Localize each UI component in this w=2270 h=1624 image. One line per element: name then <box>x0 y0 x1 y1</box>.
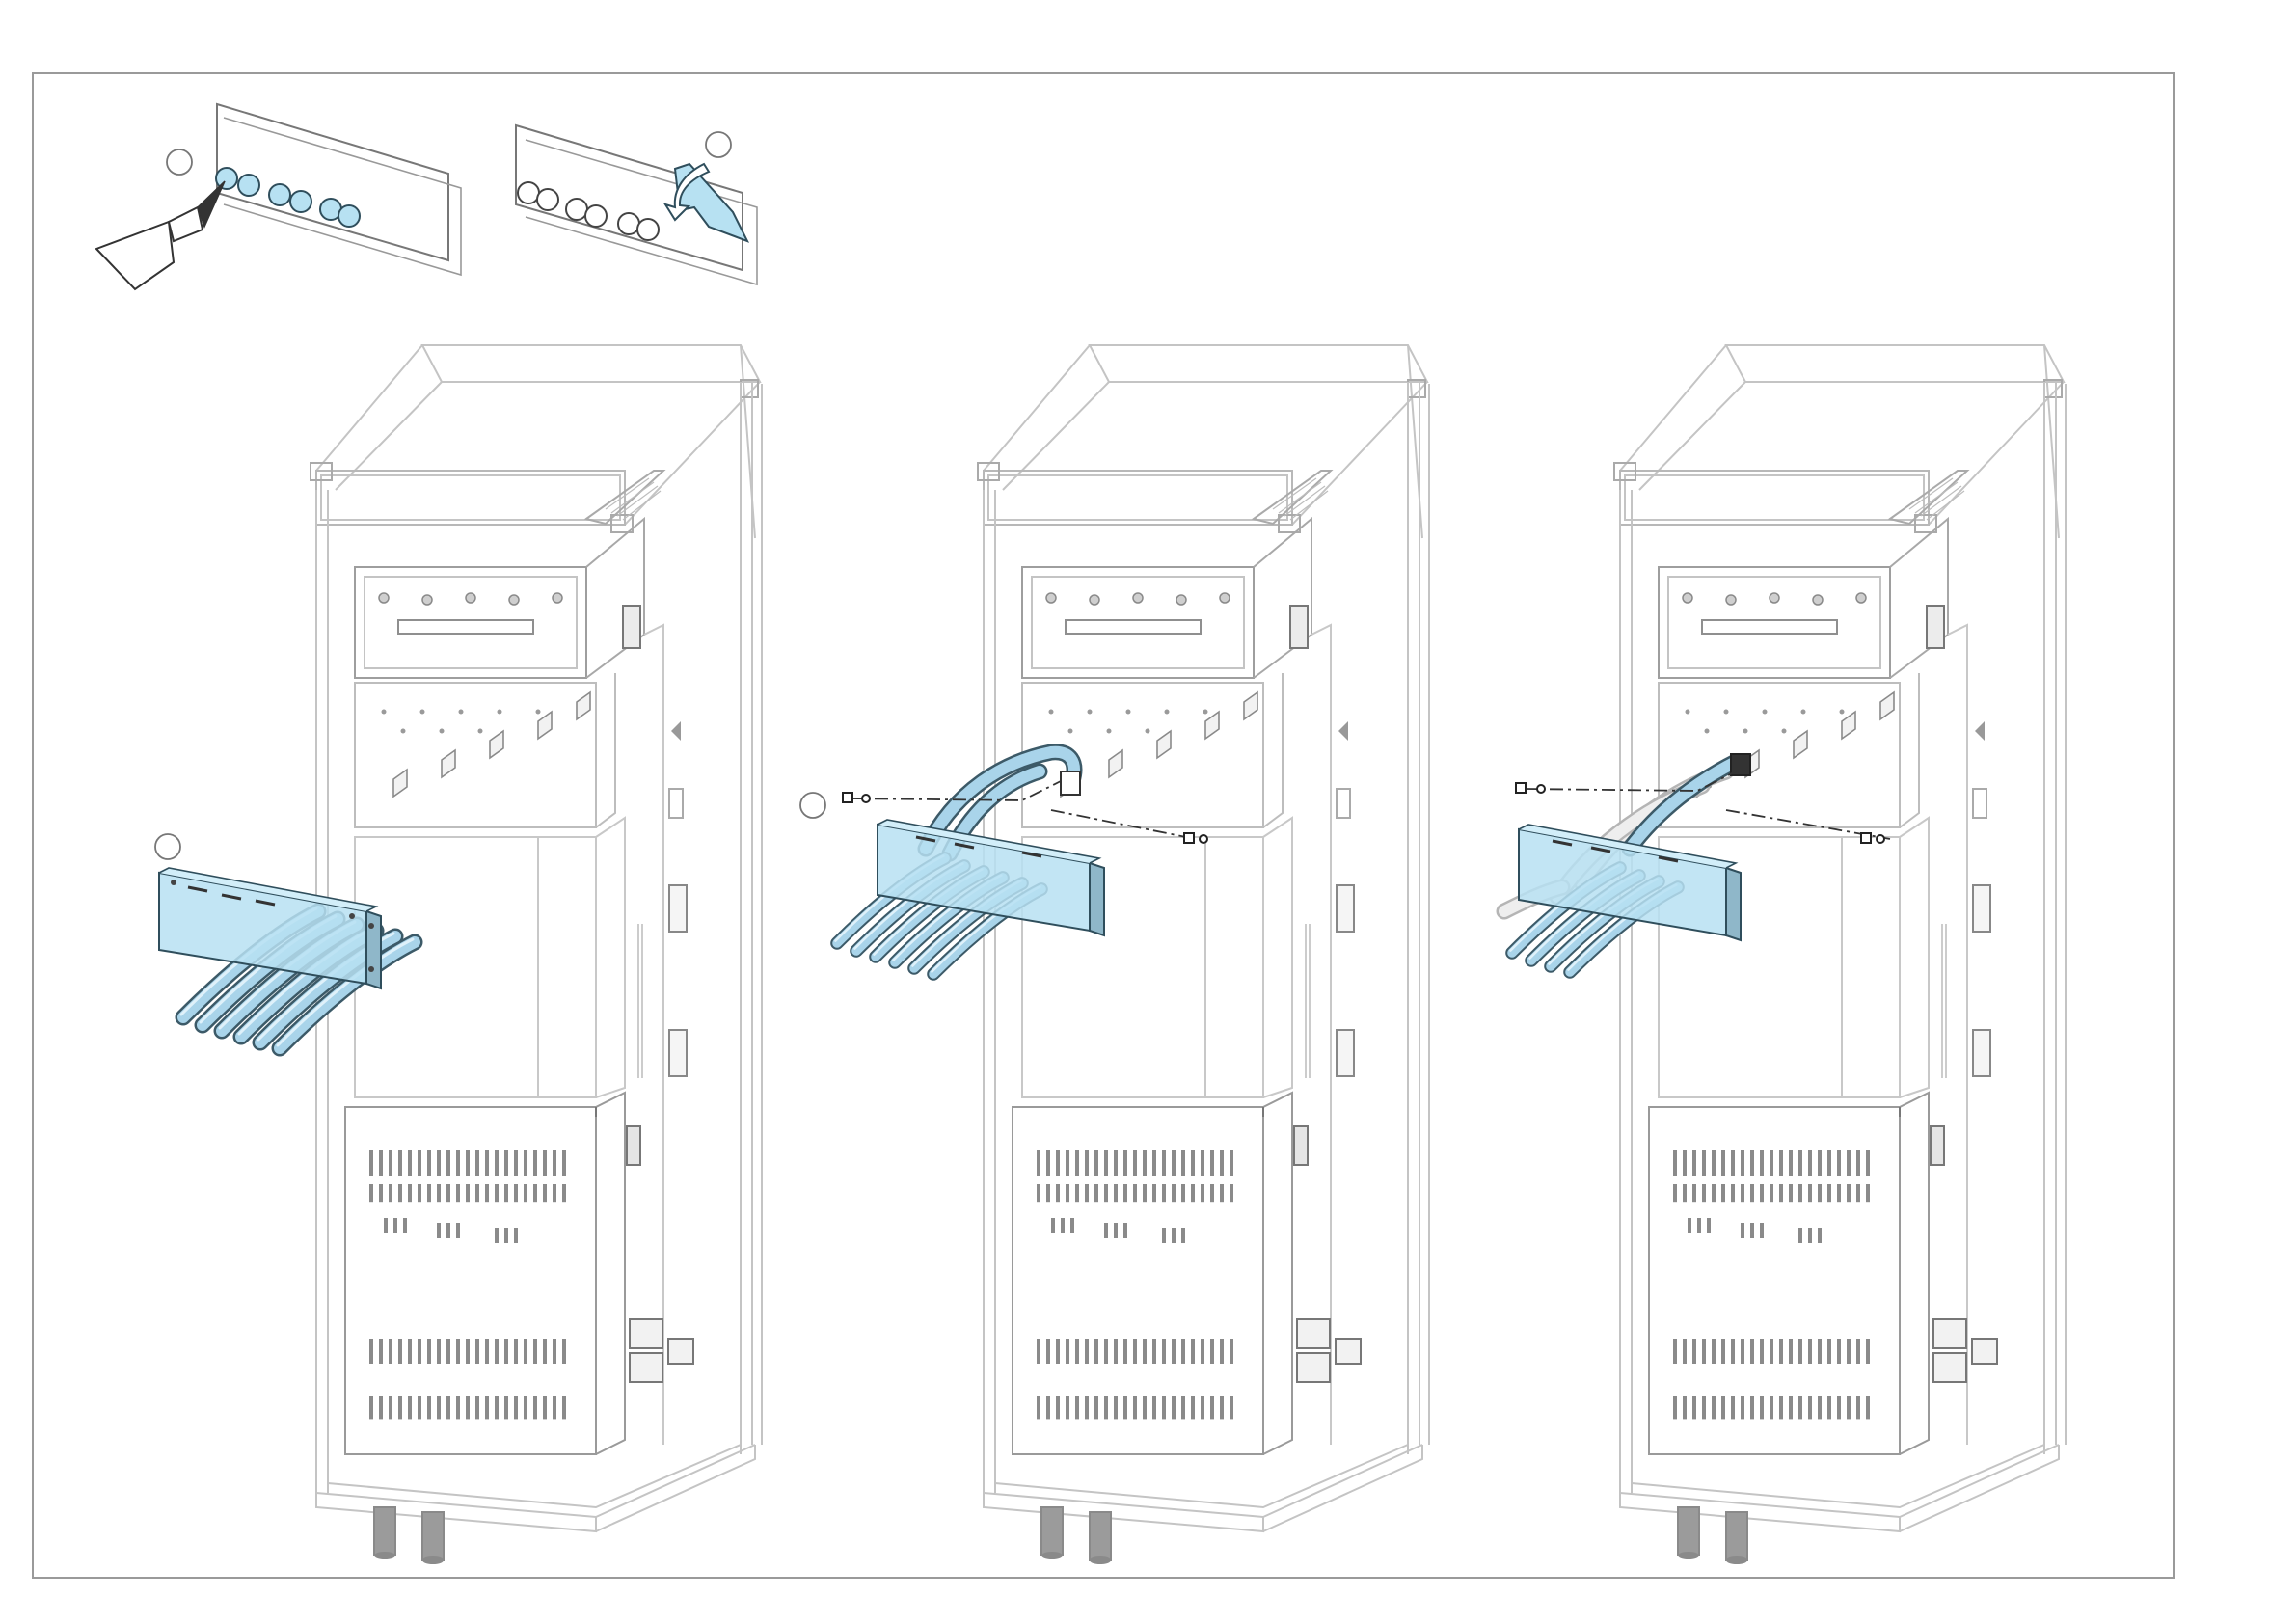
panel-b-cabinet <box>978 345 1429 1564</box>
panel-a-gland-plate <box>159 868 415 1048</box>
step-marker-4 <box>800 793 825 818</box>
step-marker-1 <box>167 149 192 175</box>
step-marker-2 <box>706 132 731 157</box>
step-marker-3 <box>155 834 180 859</box>
panel-c-gland-plate <box>1504 754 1890 972</box>
panel-c-cabinet <box>1614 345 2066 1564</box>
detail-knockout-removal <box>96 104 461 289</box>
